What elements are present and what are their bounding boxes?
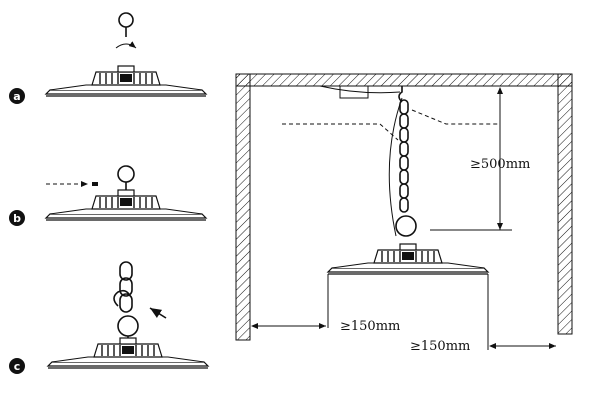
step-b-badge [9, 210, 25, 226]
step-a-badge [9, 88, 25, 104]
step-a: a [9, 12, 207, 104]
eye-bolt-icon [117, 165, 135, 190]
pointer-arrow-icon [149, 307, 167, 319]
power-cable [388, 97, 403, 237]
eye-bolt-icon [118, 12, 134, 37]
left-clearance-label: ≥150mm [340, 319, 400, 334]
step-c-badge [9, 358, 25, 374]
ceiling-clearance-label: ≥500mm [470, 157, 530, 172]
rotate-arrow-icon [115, 41, 137, 49]
right-clearance-label: ≥150mm [410, 339, 470, 354]
ceiling [235, 73, 573, 87]
chain-icon [119, 261, 133, 313]
step-b: b [9, 165, 207, 226]
step-c-letter: c [14, 360, 21, 373]
step-b-letter: b [13, 212, 21, 225]
room-lamp [327, 243, 489, 275]
hook-icon [113, 289, 131, 307]
room-diagram: ≥500mm ≥150mm ≥150mm [235, 73, 573, 354]
step-c: c [9, 261, 209, 374]
eye-bolt-icon [117, 315, 139, 337]
step-a-letter: a [13, 90, 20, 103]
left-wall [235, 73, 251, 341]
right-wall [557, 73, 573, 335]
hanging-chain [399, 99, 409, 213]
